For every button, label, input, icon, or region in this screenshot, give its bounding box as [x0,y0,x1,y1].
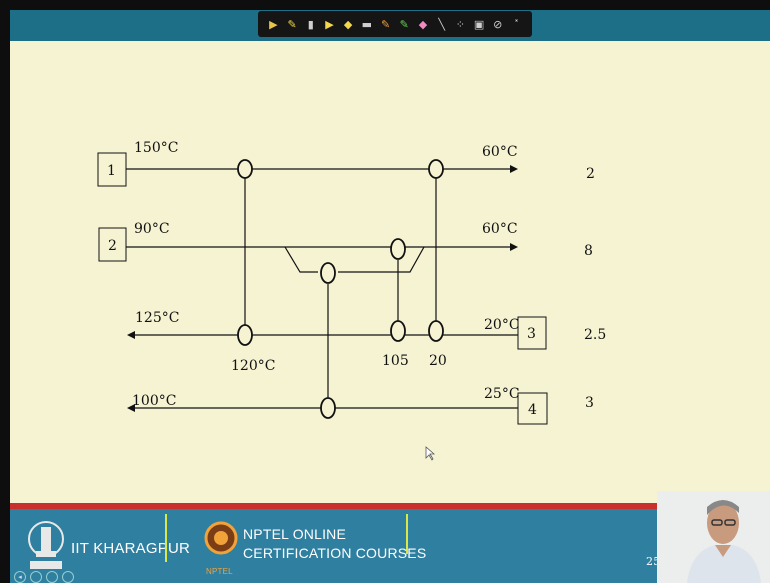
stream-1-arrow [510,165,518,173]
iit-kharagpur-logo [24,517,68,573]
nptel-logo [204,521,238,555]
exchanger-3d [429,321,443,341]
green-pen-icon[interactable]: ✎ [398,17,410,31]
nptel-logo-text: NPTEL [206,567,233,576]
mouse-cursor-icon [426,447,434,460]
heat-exchanger-network-diagram: 1 2 3 4 150°C 60°C 90°C [10,41,770,503]
pen-tool-3-icon[interactable]: ◆ [342,17,354,31]
stream-3-inlet-temp: 20°C [484,317,520,333]
footer-divider-1 [165,514,167,562]
annotation-toolbar: ▶ ✎ ▮ ▶ ◆ ▬ ✎ ✎ ◆ ╲ ⁘ ▣ ⊘ ˟ [258,11,532,37]
screen-tool-icon[interactable]: ▣ [473,17,485,31]
intermediate-temp-a: 120°C [231,358,275,374]
stream-4-value: 3 [585,395,594,411]
intermediate-temp-c: 20 [429,353,447,369]
stream-1-outlet-temp: 60°C [482,144,518,160]
stream-4-label: 4 [528,402,537,418]
prev-slide-icon[interactable]: ◂ [14,571,26,583]
exchanger-3a [238,325,252,345]
nptel-line-1: NPTEL ONLINE [243,526,346,542]
zoom-icon[interactable] [46,571,58,583]
footer-bar: IIT KHARAGPUR NPTEL NPTEL ONLINE CERTIFI… [10,509,770,583]
pink-marker-icon[interactable]: ◆ [417,17,429,31]
stream-2-arrow [510,243,518,251]
more-options-icon[interactable] [62,571,74,583]
line-tool-icon[interactable]: ╲ [436,17,448,31]
pen-tool-icon[interactable]: ✎ [286,17,298,31]
dots-tool-icon[interactable]: ⁘ [454,17,466,31]
intermediate-temp-b: 105 [382,353,409,369]
clear-tool-icon[interactable]: ⊘ [492,17,504,31]
stream-2-outlet-temp: 60°C [482,221,518,237]
highlighter-tool-icon[interactable]: ▮ [305,17,317,31]
stream-2-inlet-temp: 90°C [134,221,170,237]
stream-1-value: 2 [586,166,595,182]
nptel-line-2: CERTIFICATION COURSES [243,545,426,561]
player-controls: ◂ [14,571,74,583]
exchanger-1a [238,160,252,178]
stream-3-outlet-temp: 125°C [135,310,179,326]
slide-area: 1 2 3 4 150°C 60°C 90°C [10,41,770,503]
stream-3-value: 2.5 [584,327,606,343]
split-branch [285,247,318,272]
pen-tool-2-icon[interactable]: ▶ [323,17,335,31]
stream-1-inlet-temp: 150°C [134,140,178,156]
stream-1-label: 1 [107,163,116,179]
footer-divider-2 [406,514,408,554]
stream-3-label: 3 [527,326,536,342]
marker-tool-icon[interactable]: ✎ [380,17,392,31]
exchanger-4b [321,398,335,418]
menu-icon[interactable] [30,571,42,583]
exchanger-2b [321,263,335,283]
stream-4-outlet-temp: 100°C [132,393,176,409]
stream-4-inlet-temp: 25°C [484,386,520,402]
more-tool-icon[interactable]: ˟ [510,17,522,31]
pointer-tool-icon[interactable]: ▶ [267,17,279,31]
eraser-tool-icon[interactable]: ▬ [361,17,373,31]
stream-2-value: 8 [584,243,593,259]
institute-name: IIT KHARAGPUR [71,540,190,557]
presenter-video [657,491,770,583]
presenter-silhouette [657,491,770,583]
stream-3-arrow [127,331,135,339]
exchanger-3c [391,321,405,341]
exchanger-1d [429,160,443,178]
stream-2-label: 2 [108,238,117,254]
split-branch-2 [338,247,424,272]
exchanger-2c [391,239,405,259]
